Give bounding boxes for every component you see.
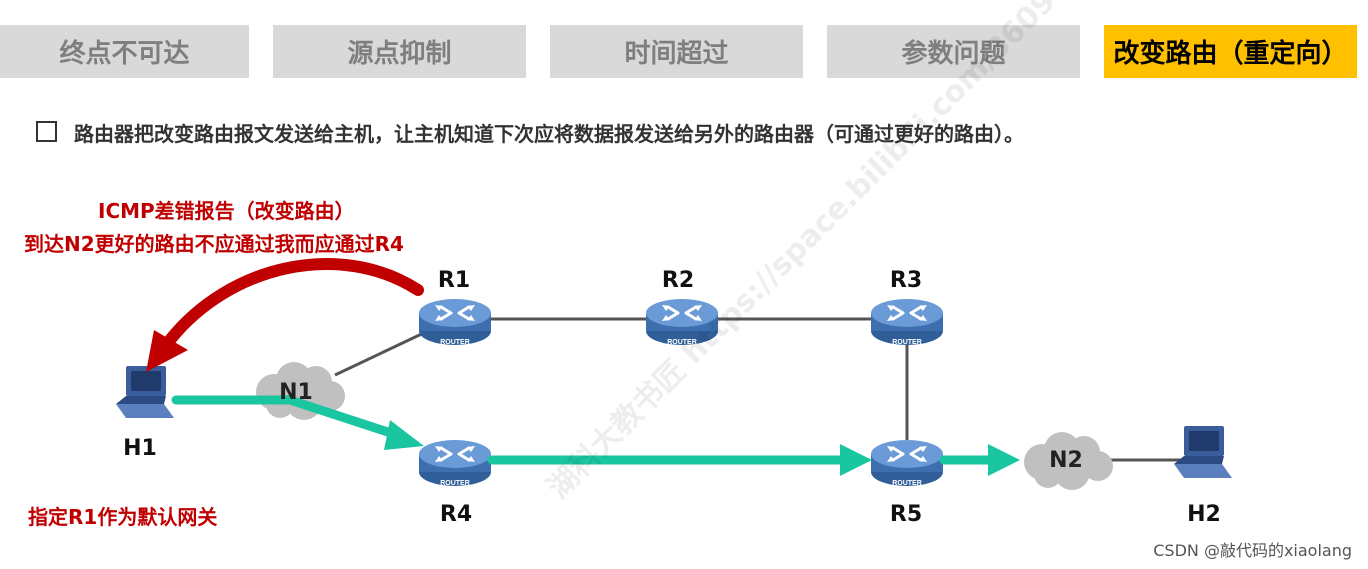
host-h1-icon <box>116 366 174 418</box>
router-r3-caption: ROUTER <box>892 339 922 346</box>
default-gateway-note: 指定R1作为默认网关 <box>28 505 218 529</box>
label-r1: R1 <box>437 268 471 293</box>
watermark-text: 湖科大教书匠 https://space.bilibili.com/360996… <box>541 0 1368 506</box>
data-flow-path <box>171 395 997 465</box>
arrowhead-to-r5 <box>840 444 872 476</box>
icmp-report-title: ICMP差错报告（改变路由） <box>98 199 355 223</box>
flow-arrowheads <box>384 420 1020 476</box>
tab-time-exceeded[interactable]: 时间超过 <box>550 25 803 78</box>
tab-bar: 终点不可达 源点抑制 时间超过 参数问题 改变路由（重定向） <box>0 25 1368 78</box>
label-n2: N2 <box>1049 448 1083 473</box>
csdn-credit: CSDN @敲代码的xiaolang <box>1153 541 1352 560</box>
link-n1-r1 <box>334 328 431 377</box>
icmp-report-detail: 到达N2更好的路由不应通过我而应通过R4 <box>24 232 404 256</box>
router-r4-caption: ROUTER <box>440 480 470 487</box>
label-h2: H2 <box>1187 502 1221 527</box>
icmp-redirect-arrow <box>164 258 424 346</box>
label-r4: R4 <box>439 502 473 527</box>
label-r2: R2 <box>661 268 695 293</box>
label-n1: N1 <box>279 380 313 405</box>
flow-h1-to-r4 <box>171 395 405 441</box>
arrowhead-to-r4 <box>384 420 424 450</box>
label-r3: R3 <box>889 268 923 293</box>
tab-redirect[interactable]: 改变路由（重定向） <box>1104 25 1357 78</box>
description-text: 路由器把改变路由报文发送给主机，让主机知道下次应将数据报发送给另外的路由器（可通… <box>74 122 1024 146</box>
host-h2-icon <box>1174 426 1232 478</box>
bullet-checkbox-icon <box>36 121 57 142</box>
label-h1: H1 <box>123 436 157 461</box>
router-r5-caption: ROUTER <box>892 480 922 487</box>
router-r2-caption: ROUTER <box>667 339 697 346</box>
icmp-redirect-arrowhead <box>146 330 188 372</box>
tab-destination-unreachable[interactable]: 终点不可达 <box>0 25 249 78</box>
router-r1-caption: ROUTER <box>440 339 470 346</box>
arrowhead-to-n2 <box>988 444 1020 476</box>
tab-parameter-problem[interactable]: 参数问题 <box>827 25 1080 78</box>
label-r5: R5 <box>889 502 923 527</box>
tab-source-quench[interactable]: 源点抑制 <box>273 25 526 78</box>
